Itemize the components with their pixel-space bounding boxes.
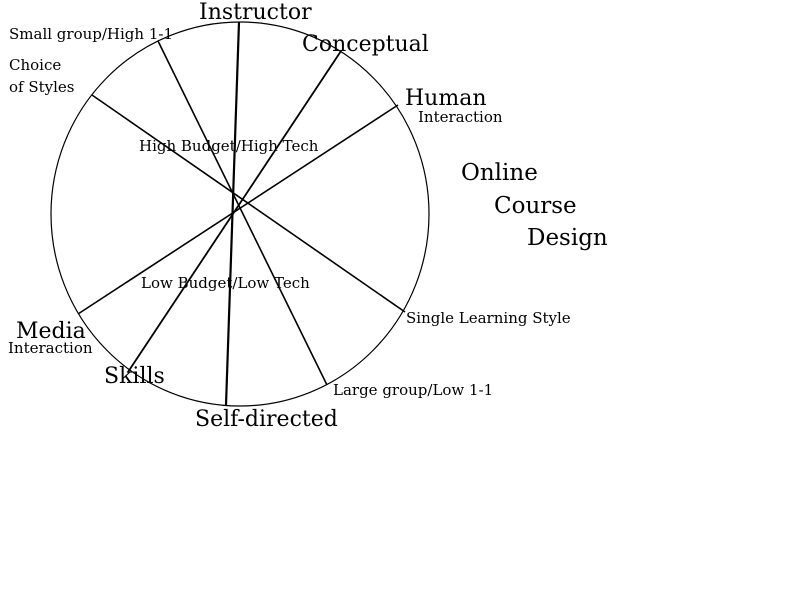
- label-single-learning-style: Single Learning Style: [406, 309, 571, 327]
- title-line-online: Online: [461, 160, 538, 186]
- label-media-interaction: Interaction: [8, 339, 93, 357]
- label-media: Media: [16, 319, 86, 344]
- label-human-interaction: Interaction: [418, 108, 503, 126]
- label-small-group: Small group/High 1-1: [9, 25, 173, 43]
- label-skills: Skills: [104, 364, 165, 389]
- label-conceptual: Conceptual: [302, 32, 429, 57]
- label-low-budget: Low Budget/Low Tech: [141, 274, 310, 292]
- title-line-design: Design: [527, 225, 608, 251]
- outer-circle: [50, 21, 430, 407]
- title-line-course: Course: [494, 193, 577, 219]
- label-instructor: Instructor: [199, 0, 312, 25]
- label-high-budget: High Budget/High Tech: [139, 137, 319, 155]
- label-human: Human: [405, 86, 487, 111]
- label-large-group: Large group/Low 1-1: [333, 381, 494, 399]
- label-choice: Choice: [9, 56, 62, 74]
- label-of-styles: of Styles: [9, 78, 75, 96]
- spoke-human-media: [77, 104, 399, 315]
- spoke-choice-single-style: [91, 94, 406, 313]
- label-self-directed: Self-directed: [195, 407, 338, 432]
- spoke-small-large-group: [157, 40, 328, 386]
